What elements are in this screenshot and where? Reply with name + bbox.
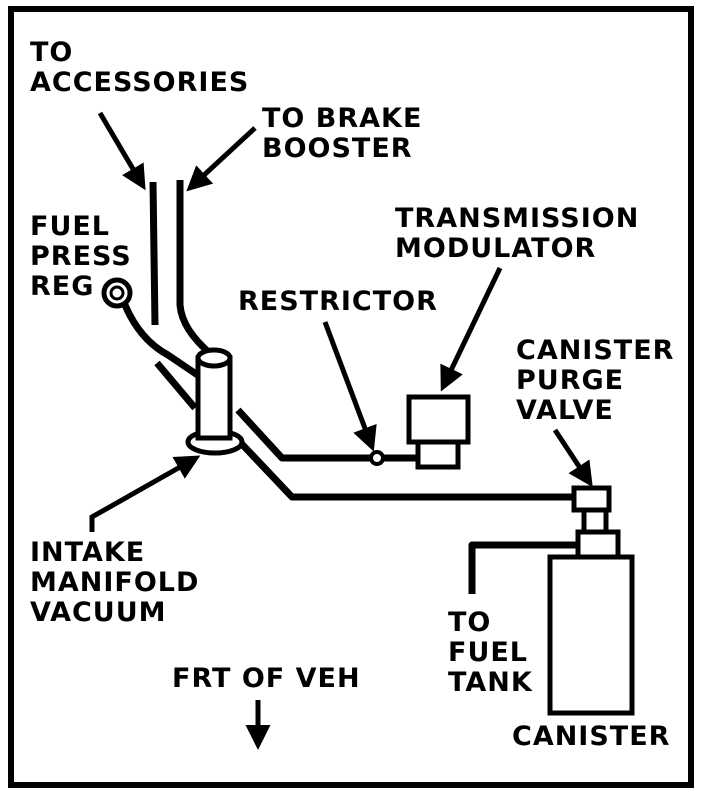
fuel-press-reg-icon — [101, 277, 133, 309]
label-front-of-vehicle: FRT OF VEH — [172, 663, 361, 694]
label-to-brake-booster: TO BRAKE BOOSTER — [262, 103, 423, 164]
label-intake-manifold-vacuum: INTAKE MANIFOLD VACUUM — [30, 537, 200, 628]
purge-valve-arrow — [552, 428, 593, 488]
modulator-arrow — [440, 266, 503, 392]
restrictor-arrow — [322, 321, 377, 452]
leader-arrows — [89, 111, 593, 750]
label-restrictor: RESTRICTOR — [238, 286, 438, 317]
fuel-tank-hose — [468, 541, 578, 594]
label-to-fuel-tank: TO FUEL TANK — [448, 607, 533, 698]
canister-icon — [547, 529, 635, 716]
canister-purge-hose — [235, 437, 578, 501]
accessories-arrow — [97, 111, 146, 191]
transmission-modulator-icon — [406, 394, 471, 470]
intake-manifold-fitting-icon — [185, 347, 245, 456]
label-to-accessories: TO ACCESSORIES — [30, 37, 250, 98]
label-canister: CANISTER — [512, 721, 671, 752]
brake-booster-arrow — [186, 126, 257, 192]
accessories-hose — [149, 181, 159, 326]
manifold-left-hose — [154, 360, 198, 411]
label-canister-purge-valve: CANISTER PURGE VALVE — [516, 335, 675, 426]
intake-manifold-arrow — [89, 455, 201, 532]
fuel-press-reg-hose — [121, 303, 207, 383]
label-fuel-press-reg: FUEL PRESS REG — [30, 211, 132, 302]
restrictor-icon — [369, 450, 385, 466]
label-transmission-modulator: TRANSMISSION MODULATOR — [395, 203, 640, 264]
